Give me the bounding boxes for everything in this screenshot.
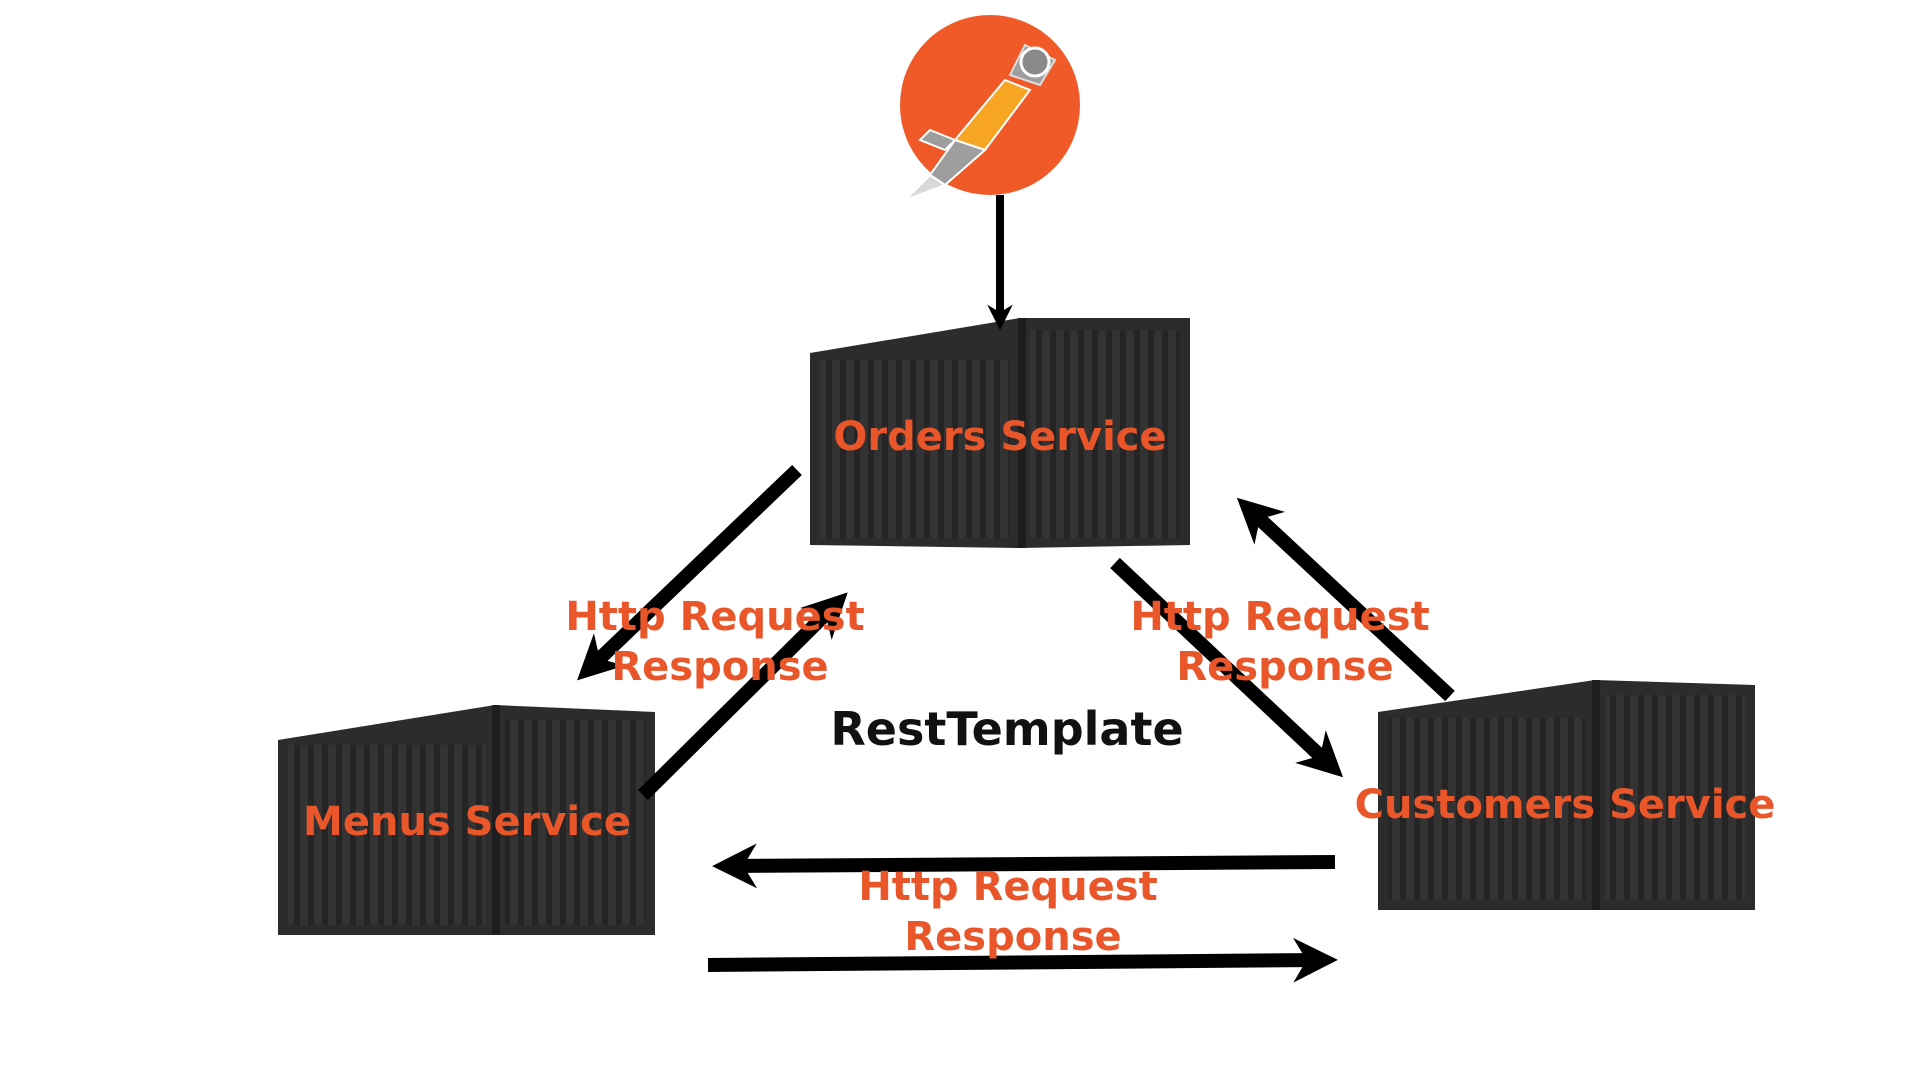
arrow-customers-to-menus — [712, 843, 1336, 889]
arrow-orders-to-customers — [1110, 557, 1344, 778]
menus-service-label: Menus Service — [303, 799, 631, 845]
orders-menus-request-label: Http Request — [565, 594, 864, 640]
menus-service-container: Menus Service — [278, 705, 655, 935]
orders-menus-response-label: Response — [611, 644, 828, 690]
orders-service-container: Orders Service — [810, 318, 1190, 548]
customers-service-container: Customers Service — [1355, 680, 1776, 910]
arrow-orders-to-menus — [577, 464, 802, 681]
menus-customers-response-label: Response — [904, 914, 1121, 960]
arrow-menus-to-customers — [707, 937, 1338, 983]
postman-icon — [900, 15, 1080, 201]
resttemplate-label: RestTemplate — [830, 702, 1183, 756]
menus-customers-request-label: Http Request — [858, 864, 1157, 910]
orders-service-label: Orders Service — [833, 414, 1166, 460]
orders-customers-response-label: Response — [1176, 644, 1393, 690]
arrows — [577, 195, 1455, 983]
customers-service-label: Customers Service — [1355, 782, 1776, 828]
arrow-menus-to-orders — [638, 592, 848, 800]
orders-customers-request-label: Http Request — [1130, 594, 1429, 640]
arrow-customers-to-orders — [1236, 497, 1455, 702]
